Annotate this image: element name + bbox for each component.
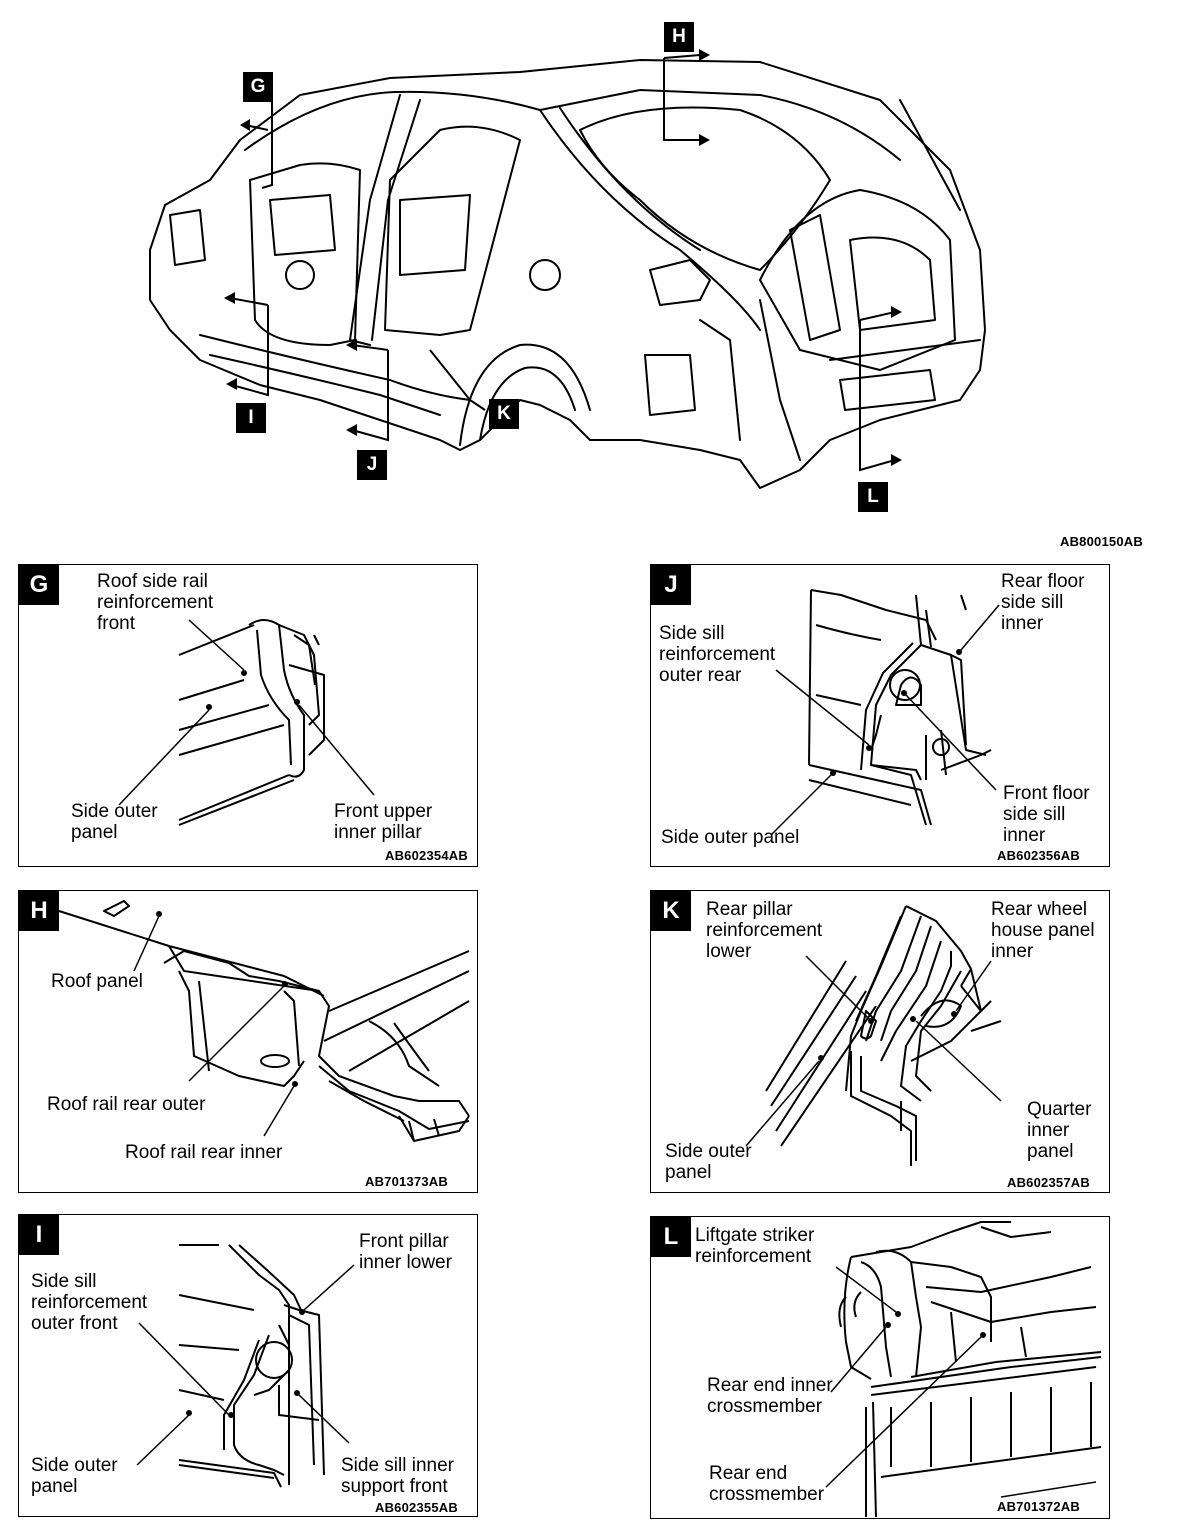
label-roof-rail-rear-inner: Roof rail rear inner — [125, 1142, 283, 1163]
label-roof-panel: Roof panel — [51, 971, 143, 992]
label-roof-rail-rear-outer: Roof rail rear outer — [47, 1094, 206, 1115]
label-front-floor-side-sill-inner: Front floor side sill inner — [1003, 783, 1090, 846]
label-roof-side-rail-reinforcement-front: Roof side rail reinforcement front — [97, 571, 214, 634]
label-front-pillar-inner-lower: Front pillar inner lower — [359, 1231, 452, 1273]
car-body-overview-drawing — [149, 49, 986, 489]
panel-j: J Rear floor side sill inner Side sill r… — [650, 564, 1110, 867]
panel-i: I Front pillar inner lower Side sill rei… — [18, 1214, 478, 1517]
panel-i-drawing — [136, 1244, 355, 1488]
label-side-outer-panel: Side outer panel — [665, 1141, 752, 1183]
panel-h-code: AB701373AB — [365, 1174, 448, 1189]
panel-l-letter: L — [651, 1217, 691, 1257]
label-rear-end-crossmember: Rear end crossmember — [709, 1463, 825, 1505]
label-side-sill-reinforcement-outer-rear: Side sill reinforcement outer rear — [659, 623, 776, 686]
label-rear-wheel-house-panel-inner: Rear wheel house panel inner — [991, 899, 1095, 962]
label-front-upper-inner-pillar: Front upper inner pillar — [334, 801, 433, 843]
body-outline — [149, 59, 986, 489]
panel-k: K Rear pillar reinforcement lower Rear w… — [650, 890, 1110, 1193]
panel-g-code: AB602354AB — [385, 848, 468, 863]
marker-g: G — [243, 72, 273, 102]
panel-g: G Roof side rail reinforcement front Sid… — [18, 564, 478, 867]
panel-h: H Roof panel Roof rail rear outer Roof r… — [18, 890, 478, 1193]
panel-i-letter: I — [19, 1215, 59, 1255]
panel-g-letter: G — [19, 565, 59, 605]
label-rear-floor-side-sill-inner: Rear floor side sill inner — [1001, 571, 1085, 634]
marker-i: I — [236, 403, 266, 433]
panel-l-code: AB701372AB — [997, 1499, 1080, 1514]
panel-g-drawing — [118, 619, 375, 826]
panel-j-drawing — [770, 589, 1000, 836]
label-rear-end-inner-crossmember: Rear end inner crossmember — [707, 1375, 833, 1417]
label-side-outer-panel: Side outer panel — [71, 801, 158, 843]
panel-h-letter: H — [19, 891, 59, 931]
label-quarter-inner-panel: Quarter inner panel — [1027, 1099, 1092, 1162]
panel-j-letter: J — [651, 565, 691, 605]
panel-j-code: AB602356AB — [997, 848, 1080, 863]
label-side-outer-panel: Side outer panel — [31, 1455, 118, 1497]
marker-l: L — [858, 482, 888, 512]
panel-k-code: AB602357AB — [1007, 1175, 1090, 1190]
marker-k: K — [489, 399, 519, 429]
panel-l-drawing — [825, 1221, 1102, 1518]
label-rear-pillar-reinforcement-lower: Rear pillar reinforcement lower — [706, 899, 823, 962]
marker-j: J — [357, 450, 387, 480]
label-side-sill-reinforcement-outer-front: Side sill reinforcement outer front — [31, 1271, 148, 1334]
panel-h-drawing — [58, 900, 470, 1142]
panel-k-letter: K — [651, 891, 691, 931]
label-side-sill-inner-support-front: Side sill inner support front — [341, 1455, 454, 1497]
panel-i-code: AB602355AB — [375, 1500, 458, 1515]
label-side-outer-panel: Side outer panel — [661, 827, 800, 848]
panel-l: L Liftgate striker reinforcement Rear en… — [650, 1216, 1110, 1519]
label-liftgate-striker-reinforcement: Liftgate striker reinforcement — [695, 1225, 815, 1267]
marker-h: H — [664, 22, 694, 52]
overview-code: AB800150AB — [1060, 534, 1143, 549]
panel-k-drawing — [745, 905, 1002, 1166]
